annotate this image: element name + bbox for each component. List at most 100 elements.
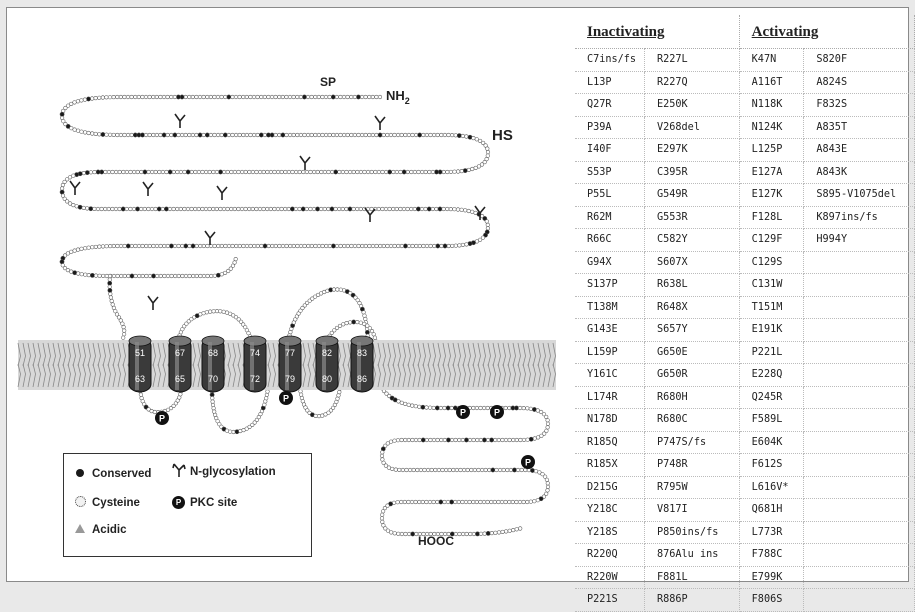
table-row: C7ins/fsR227LK47NS820F [575,49,915,72]
residue [280,207,284,211]
residue [486,500,490,504]
residue [180,244,184,248]
svg-text:P: P [159,414,165,424]
conserved-residue [143,170,147,174]
residue [313,95,317,99]
residue [145,274,149,278]
residue [283,207,287,211]
residue [409,207,413,211]
residue [228,430,232,434]
residue [61,183,65,187]
inactivating-mutation-cell: R680C [645,409,740,432]
residue [90,245,94,249]
inactivating-mutation-cell: P55L [575,184,645,207]
residue [240,207,244,211]
residue [194,170,198,174]
residue [479,438,483,442]
pkc-site-marker: P [456,405,470,419]
residue [116,244,120,248]
residue [159,244,163,248]
residue [134,274,138,278]
residue [446,170,450,174]
residue [73,128,77,132]
residue [410,500,414,504]
conserved-residue [270,133,274,137]
residue [100,207,104,211]
residue [396,244,400,248]
residue [353,133,357,137]
conserved-residue [438,207,442,211]
residue [386,133,390,137]
residue [116,133,120,137]
residue [447,133,451,137]
residue [359,321,363,325]
residue [115,95,119,99]
residue [497,531,501,535]
inactivating-mutation-cell: L159P [575,341,645,364]
glycosylation-branch-icon [175,114,185,128]
residue [511,500,515,504]
residue [118,170,122,174]
residue [515,500,519,504]
activating-mutation-cell [804,544,915,567]
residue [191,133,195,137]
residue [399,207,403,211]
residue [112,95,116,99]
residue [187,95,191,99]
residue [355,207,359,211]
inactivating-mutation-cell: G143E [575,319,645,342]
residue [402,207,406,211]
helix-5: 7779 [279,336,301,392]
residue [215,207,219,211]
table-row: I40FE297KL125PA843E [575,139,915,162]
conserved-residue [457,134,461,138]
inactivating-mutation-cell: G94X [575,251,645,274]
residue [150,170,154,174]
activating-mutation-cell [804,364,915,387]
residue [273,207,277,211]
residue [244,170,248,174]
conserved-residue [281,133,285,137]
residue [359,170,363,174]
residue [80,247,84,251]
residue [482,406,486,410]
residue [328,133,332,137]
conserved-residue [78,205,82,209]
conserved-residue [108,288,112,292]
residue [466,468,470,472]
residue [405,468,409,472]
residue [111,303,115,307]
residue [202,274,206,278]
residue [73,249,77,253]
residue [464,500,468,504]
residue [460,169,464,173]
residue [449,170,453,174]
residue [413,170,417,174]
activating-mutation-cell: H994Y [804,229,915,252]
inactivating-mutation-cell: R638L [645,274,740,297]
residue [202,244,206,248]
residue [484,468,488,472]
residue [114,207,118,211]
residue [317,244,321,248]
conserved-residue [411,532,415,536]
residue [112,274,116,278]
residue [263,95,267,99]
residue [380,517,384,521]
residue [158,170,162,174]
residue [264,396,268,400]
residue [299,95,303,99]
residue [306,244,310,248]
residue [500,500,504,504]
residue [234,95,238,99]
residue [472,438,476,442]
inactivating-mutation-cell: R227Q [645,71,740,94]
residue [144,133,148,137]
conserved-residue [418,133,422,137]
table-row: R62MG553RF128LK897ins/fs [575,206,915,229]
residue [112,244,116,248]
residue [389,244,393,248]
residue [418,438,422,442]
residue [302,170,306,174]
residue [154,170,158,174]
